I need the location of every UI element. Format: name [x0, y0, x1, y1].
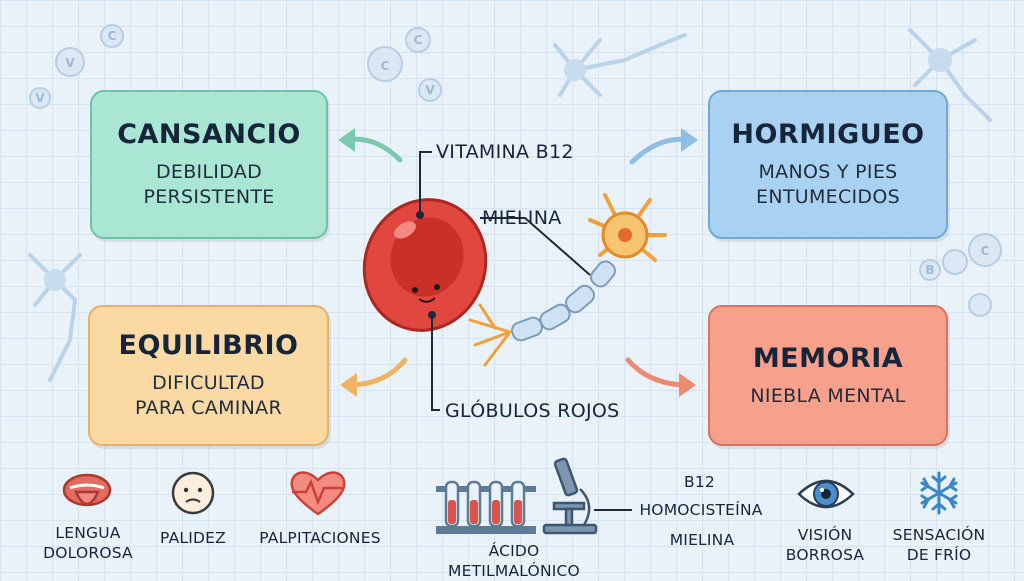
microscope-icon: [542, 457, 598, 535]
svg-text:V: V: [35, 91, 45, 105]
card-balance: EQUILIBRIO DIFICULTAD PARA CAMINAR: [88, 305, 329, 446]
svg-text:B: B: [925, 263, 934, 277]
card-memory: MEMORIA NIEBLA MENTAL: [708, 305, 948, 446]
svg-text:C: C: [414, 33, 423, 47]
card-tingling: HORMIGUEO MANOS Y PIES ENTUMECIDOS: [708, 90, 948, 239]
tongue-icon: [62, 473, 112, 507]
label-lab-homocysteine: HOMOCISTEÍNA: [639, 501, 763, 519]
card-tingling-subtitle: MANOS Y PIES ENTUMECIDOS: [756, 161, 900, 208]
snowflake-icon: [920, 471, 958, 515]
card-tingling-title: HORMIGUEO: [731, 119, 925, 150]
card-fatigue-title: CANSANCIO: [117, 119, 301, 150]
label-lab-b12: B12: [684, 473, 715, 491]
card-fatigue: CANSANCIO DEBILIDAD PERSISTENTE: [90, 90, 328, 239]
svg-text:V: V: [65, 56, 75, 70]
label-red-cells: GLÓBULOS ROJOS: [445, 400, 620, 422]
neuron-icon: [468, 193, 667, 367]
card-balance-subtitle: DIFICULTAD PARA CAMINAR: [135, 372, 282, 419]
label-pallor: PALIDEZ: [160, 529, 226, 547]
card-balance-title: EQUILIBRIO: [118, 330, 299, 361]
card-memory-subtitle: NIEBLA MENTAL: [750, 384, 906, 407]
svg-text:V: V: [425, 83, 435, 97]
label-myelin: MIELINA: [482, 207, 562, 229]
label-lab-myelin: MIELINA: [669, 531, 735, 549]
card-fatigue-subtitle-text: DEBILIDAD PERSISTENTE: [143, 161, 275, 208]
pale-face-icon: [171, 471, 215, 515]
svg-text:C: C: [108, 29, 117, 43]
svg-text:C: C: [381, 59, 390, 73]
card-fatigue-subtitle: DEBILIDAD PERSISTENTE: [143, 160, 274, 210]
label-palpitations: PALPITACIONES: [259, 529, 381, 547]
card-memory-title: MEMORIA: [752, 342, 904, 374]
eye-icon: [797, 479, 855, 509]
label-vision: VISIÓN BORROSA: [785, 526, 865, 564]
label-vitamin-b12: VITAMINA B12: [436, 141, 574, 163]
test-tubes-icon: [436, 480, 536, 534]
label-acid: ÁCIDO METILMALÓNICO: [448, 542, 580, 580]
svg-text:C: C: [981, 244, 990, 258]
heart-pulse-icon: [290, 471, 346, 516]
red-blood-cell-icon: [362, 198, 488, 332]
label-tongue: LENGUA DOLOROSA: [43, 524, 133, 562]
label-cold: SENSACIÓN DE FRÍO: [892, 526, 986, 564]
